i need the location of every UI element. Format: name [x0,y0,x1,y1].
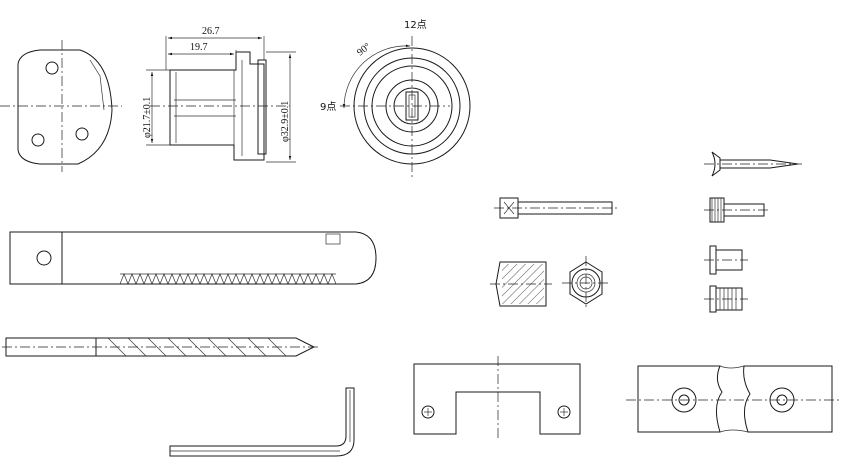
bracket-plate [413,356,581,440]
knurled-screw [704,197,770,223]
saw-blade [9,231,377,285]
knurled-insert [704,285,748,313]
rivet-nut [704,245,748,275]
nine-oclock-label: 9点 [320,101,336,113]
drill-bit [2,337,318,357]
dim-overall-length: 26.7 [202,26,220,37]
connecting-plate-broken-view [626,365,842,433]
twelve-oclock-label: 12点 [404,19,427,31]
lock-cylinder-front-face: 90° 12点 9点 [320,19,471,178]
lock-cylinder-side-view: 26.7 19.7 φ21.7±0.1 φ32.9±0.1 [142,26,296,163]
nail [704,151,802,177]
dim-body-length: 19.7 [190,42,208,53]
hex-nut-top-view [562,256,610,310]
socket-head-screw [494,197,618,219]
dim-inner-diameter: φ21.7±0.1 [142,97,153,138]
hex-nut-section [490,261,552,307]
rotation-angle-label: 90° [355,41,373,58]
allen-key [169,387,355,457]
dim-outer-diameter: φ32.9±0.1 [280,101,291,142]
cam-plate-front-view [0,40,122,172]
